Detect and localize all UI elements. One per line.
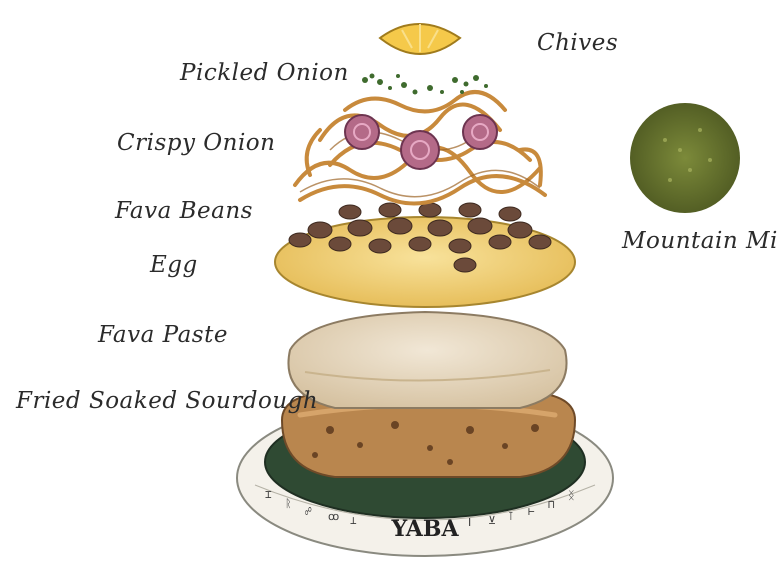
lemon-wedge	[380, 24, 460, 54]
svg-text:ⵏ: ⵏ	[468, 516, 471, 529]
label-mountain-mint: Mountain Mint	[622, 228, 777, 254]
label-fried-soaked-sourdough: Fried Soaked Sourdough	[16, 388, 318, 414]
label-egg: Egg	[150, 252, 198, 278]
label-chives: Chives	[537, 30, 618, 56]
svg-text:⊻: ⊻	[488, 514, 496, 527]
fava-paste-layer	[288, 312, 566, 408]
svg-text:⊓: ⊓	[548, 498, 555, 511]
svg-text:⊥: ⊥	[350, 514, 357, 527]
svg-text:ᛝ: ᛝ	[568, 489, 575, 502]
svg-text:⊺: ⊺	[508, 510, 514, 523]
svg-text:ᚱ: ᚱ	[285, 497, 292, 510]
label-crispy-onion: Crispy Onion	[117, 130, 275, 156]
mountain-mint-pile	[630, 103, 740, 213]
label-pickled-onion: Pickled Onion	[180, 60, 349, 86]
svg-text:⌶: ⌶	[265, 488, 272, 501]
pickled-onion-layer	[345, 115, 497, 169]
svg-text:☍: ☍	[305, 505, 312, 518]
svg-text:ꝏ: ꝏ	[328, 510, 339, 523]
plate-brand: YABA	[390, 516, 459, 542]
label-fava-beans: Fava Beans	[115, 198, 253, 224]
svg-text:⊢: ⊢	[528, 505, 535, 518]
label-fava-paste: Fava Paste	[98, 322, 228, 348]
